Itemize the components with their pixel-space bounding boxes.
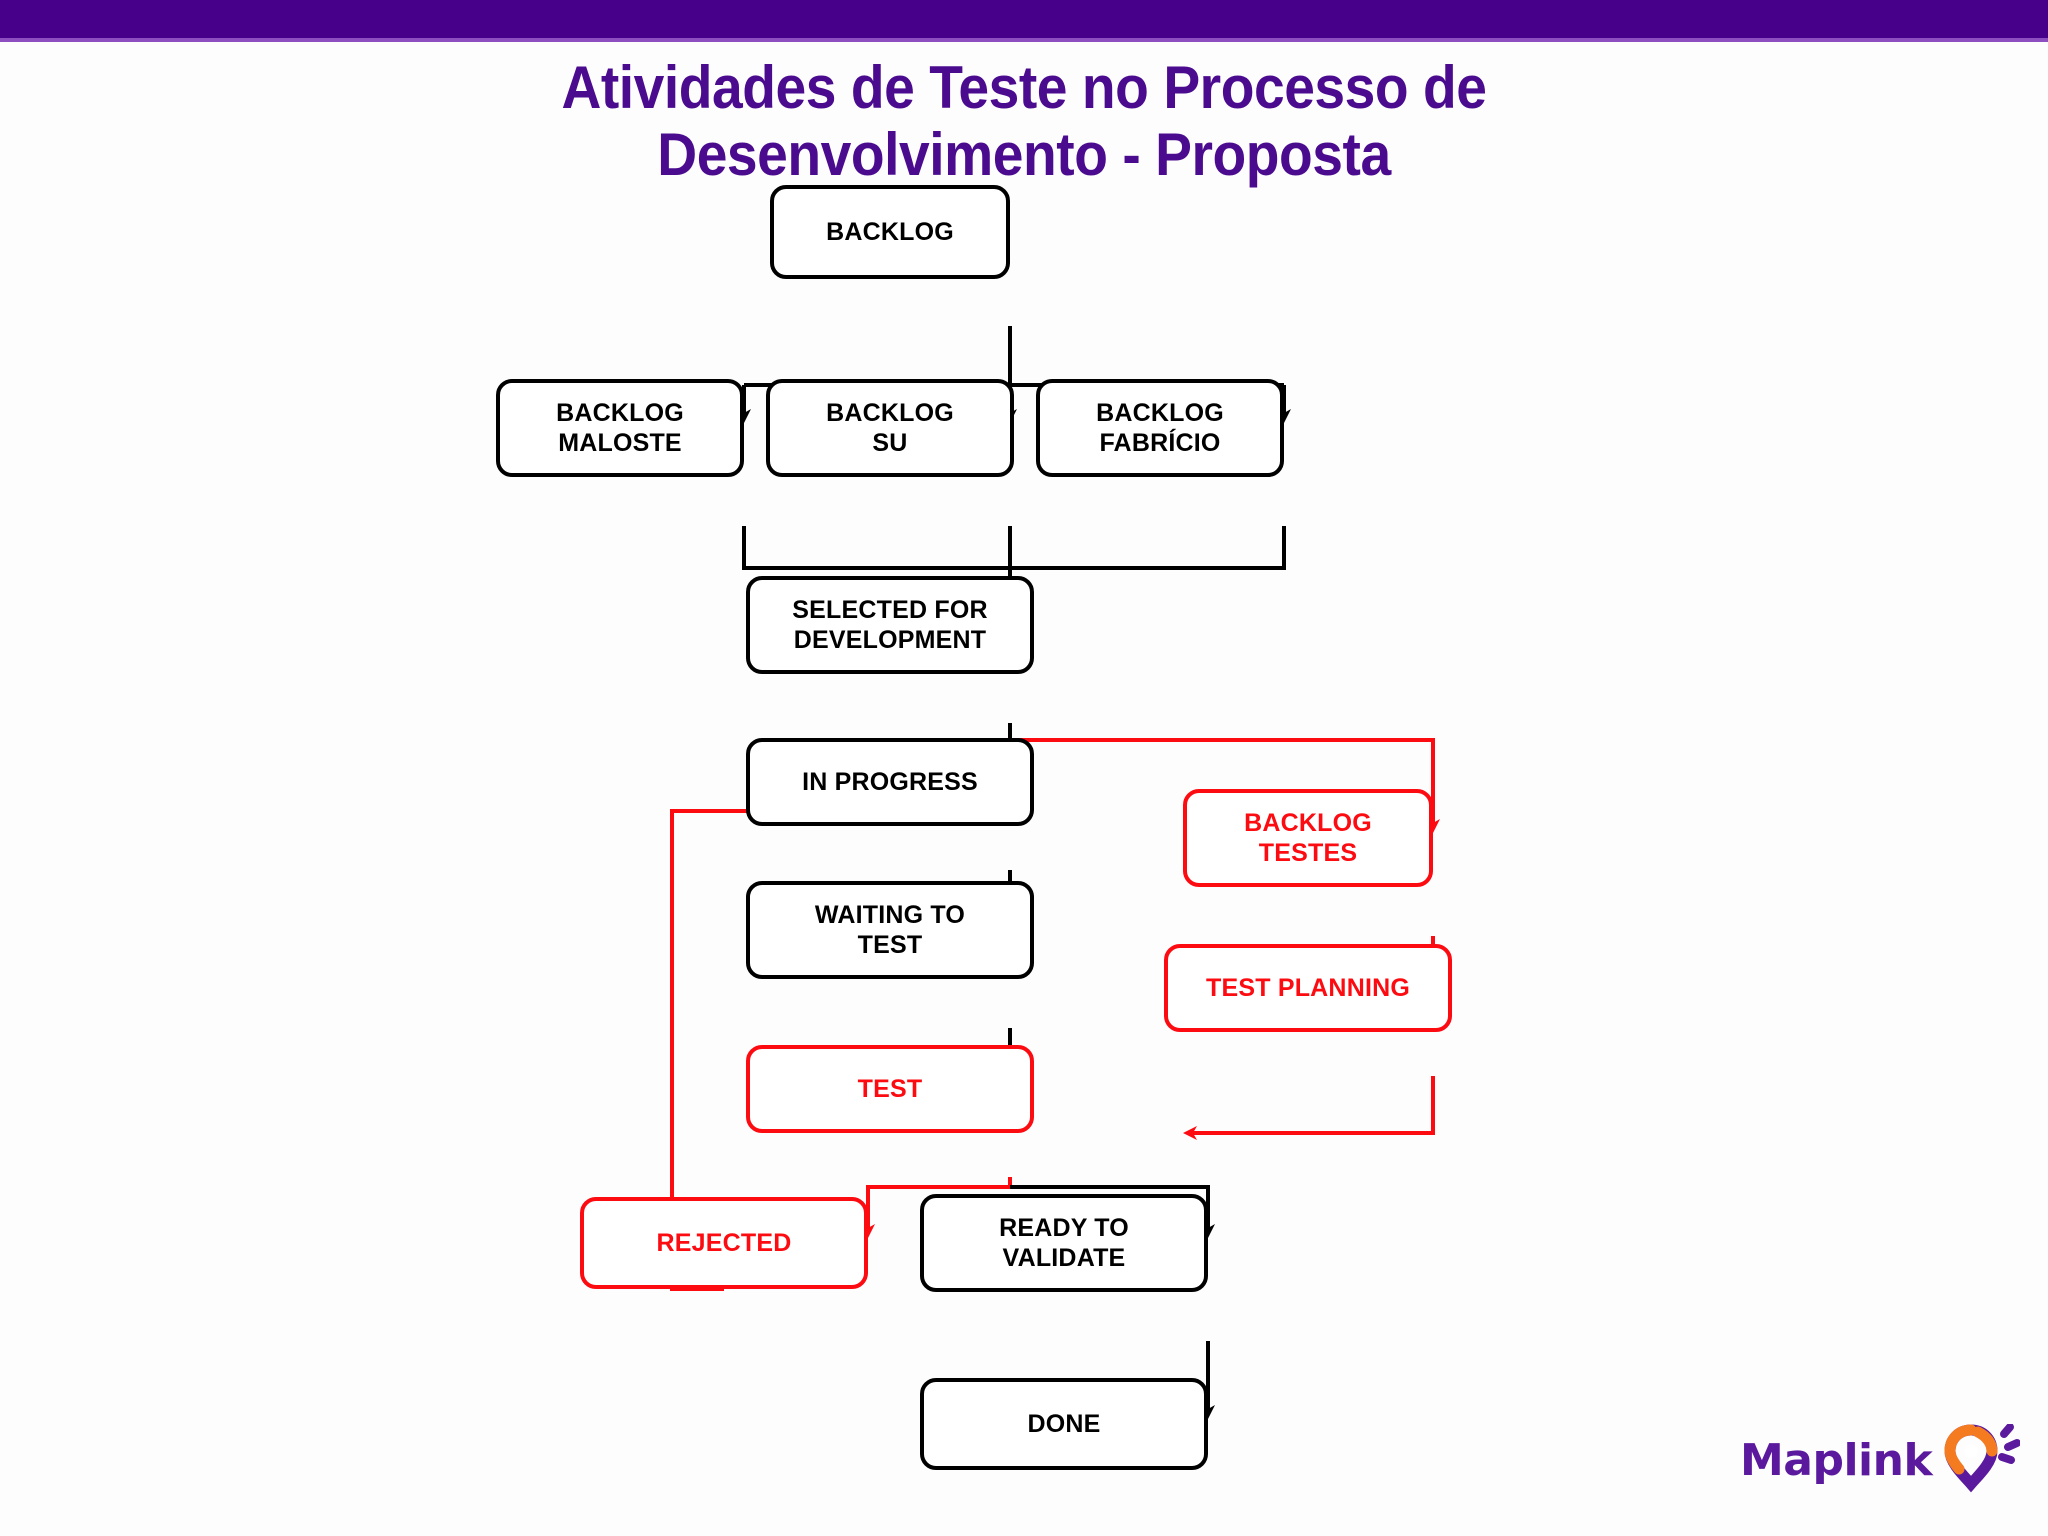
flow-node-waiting_to_test[interactable]: WAITING TO TEST [746, 881, 1034, 979]
top-accent-bar [0, 0, 2048, 38]
flow-node-backlog_su[interactable]: BACKLOG SU [766, 379, 1014, 477]
flow-node-backlog[interactable]: BACKLOG [770, 185, 1010, 279]
flow-node-backlog_fabricio[interactable]: BACKLOG FABRÍCIO [1036, 379, 1284, 477]
flow-node-backlog_testes[interactable]: BACKLOG TESTES [1183, 789, 1433, 887]
flow-node-done[interactable]: DONE [920, 1378, 1208, 1470]
maplink-logo: Maplink [1740, 1418, 2032, 1504]
maplink-wordmark: Maplink [1740, 1435, 1933, 1486]
edge-row-to-selected [742, 526, 1286, 570]
flow-node-ready_to_validate[interactable]: READY TO VALIDATE [920, 1194, 1208, 1292]
flow-node-backlog_maloste[interactable]: BACKLOG MALOSTE [496, 379, 744, 477]
flow-node-selected_for_dev[interactable]: SELECTED FOR DEVELOPMENT [746, 576, 1034, 674]
map-pin-sparkle-icon [1944, 1424, 2021, 1493]
flow-node-test[interactable]: TEST [746, 1045, 1034, 1133]
edge-testplanning-to-test [1183, 1076, 1435, 1140]
flow-node-in_progress[interactable]: IN PROGRESS [746, 738, 1034, 826]
flow-node-rejected[interactable]: REJECTED [580, 1197, 868, 1289]
flow-node-test_planning[interactable]: TEST PLANNING [1164, 944, 1452, 1032]
page-title: Atividades de Teste no Processo de Desen… [561, 54, 1487, 189]
top-accent-underline [0, 38, 2048, 42]
